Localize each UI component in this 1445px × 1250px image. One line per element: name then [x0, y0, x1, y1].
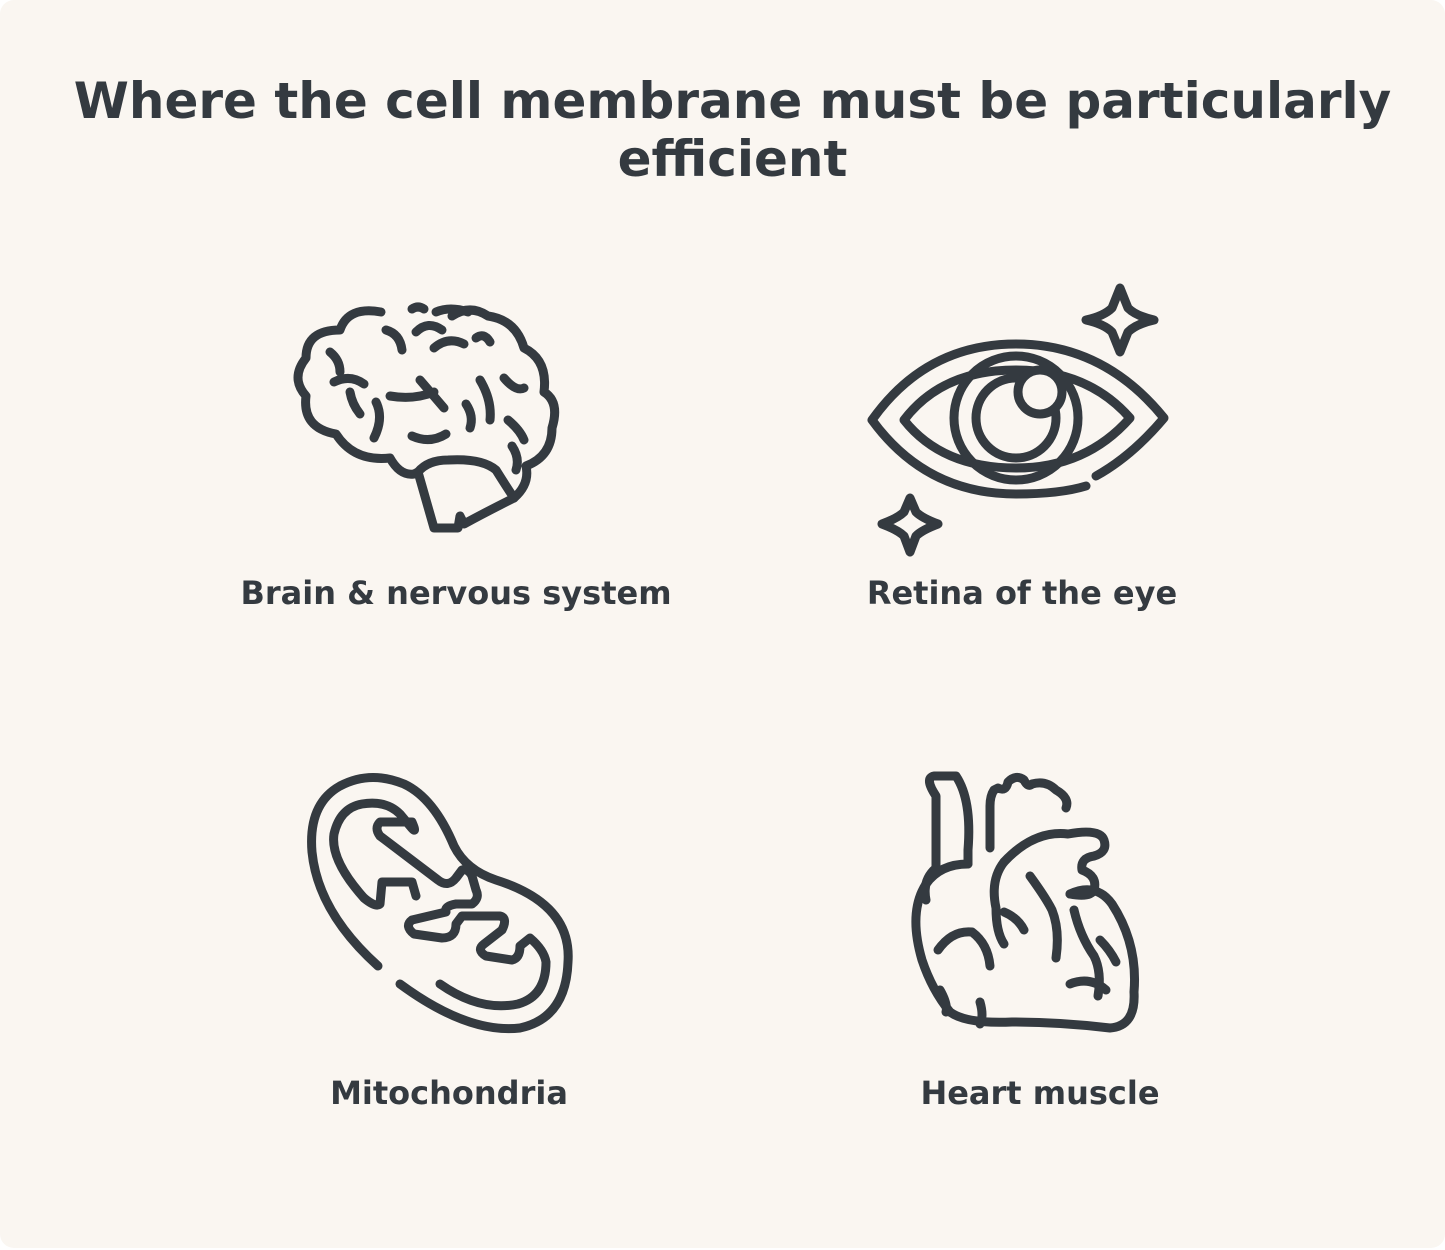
mitochondria-label: Mitochondria [330, 1074, 568, 1112]
heart-label: Heart muscle [920, 1074, 1160, 1112]
brain-icon [293, 302, 560, 533]
heart-icon [911, 771, 1139, 1033]
page-title: Where the cell membrane must be particul… [73, 72, 1392, 188]
eye-icon [867, 283, 1169, 557]
mitochondria-icon [307, 772, 573, 1034]
retina-label: Retina of the eye [866, 574, 1178, 612]
brain-label: Brain & nervous system [240, 574, 672, 612]
